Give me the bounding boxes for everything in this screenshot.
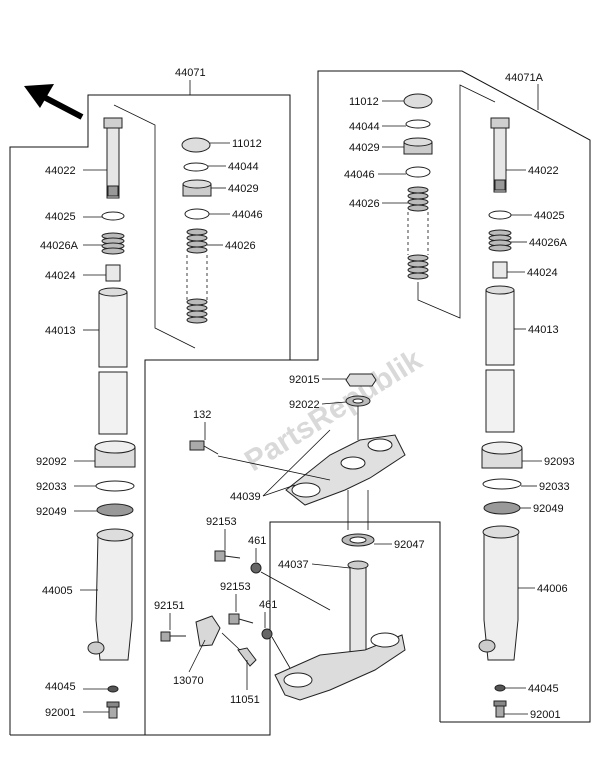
circlip-left: [95, 480, 135, 492]
label-92015: 92015: [289, 374, 320, 386]
lower-clamp-frame: [145, 710, 271, 736]
piston-ring-right: [488, 210, 512, 220]
bolt-92151: [160, 631, 186, 642]
label-44026A: 44026A: [40, 240, 79, 252]
left-fork-parts: [87, 104, 212, 719]
label-44024: 44024: [45, 270, 76, 282]
washer-461-a: [250, 562, 262, 574]
label-44025: 44025: [45, 211, 76, 223]
label-r-44024: 44024: [527, 267, 558, 279]
label-r-92093: 92093: [544, 456, 575, 468]
piston-ring-left: [101, 211, 125, 221]
label-461a: 461: [248, 535, 266, 547]
label-92153a: 92153: [206, 516, 237, 528]
label-r-44045: 44045: [528, 683, 559, 695]
label-44045: 44045: [45, 681, 76, 693]
label-44005: 44005: [42, 585, 73, 597]
label-44039: 44039: [230, 491, 261, 503]
label-r-11012: 11012: [349, 96, 379, 108]
washer-right: [494, 684, 506, 692]
label-92049: 92049: [36, 506, 67, 518]
label-44044: 44044: [228, 161, 259, 173]
collar-left: [105, 264, 121, 282]
bolt-left: [108, 705, 118, 719]
center-labels: 92015 92022 132 44039 92153 461 44037 92…: [154, 374, 425, 706]
label-44013: 44013: [45, 325, 76, 337]
assembly-label-left: 44071: [175, 67, 206, 79]
clamp-bolt: [189, 440, 219, 455]
oil-seal-right: [483, 501, 521, 515]
label-92151: 92151: [154, 600, 185, 612]
label-92001: 92001: [45, 707, 76, 719]
collar-right: [492, 261, 508, 279]
inner-tube-right-upper: [485, 289, 515, 366]
bolt-92153-a: [214, 550, 241, 562]
o-ring-left: [183, 162, 209, 172]
label-r-92001: 92001: [530, 709, 561, 721]
label-r-44026A: 44026A: [529, 237, 568, 249]
label-r-44044: 44044: [349, 121, 380, 133]
label-132: 132: [193, 409, 211, 421]
label-r-44013: 44013: [528, 324, 559, 336]
label-13070: 13070: [173, 675, 204, 687]
right-assembly-frame: [317, 70, 591, 723]
oil-seal-left: [96, 503, 134, 517]
label-461b: 461: [259, 599, 277, 611]
stem-nut: [345, 373, 377, 387]
stem-frame: [269, 521, 441, 722]
fork-spring-right: [407, 186, 429, 280]
assembly-label-right: 44071A: [505, 72, 544, 84]
steering-stem: [349, 564, 367, 661]
steering-parts: [160, 373, 406, 701]
label-44046: 44046: [232, 209, 263, 221]
label-r-44029: 44029: [349, 142, 380, 154]
cap-right: [403, 93, 433, 109]
label-44037: 44037: [278, 559, 309, 571]
washer-461-b: [261, 628, 273, 640]
label-r-44026: 44026: [349, 198, 380, 210]
label-r-92033: 92033: [539, 481, 570, 493]
o-ring-2-left: [184, 208, 210, 220]
label-r-44006: 44006: [537, 583, 568, 595]
label-92033: 92033: [36, 481, 67, 493]
label-92022: 92022: [289, 399, 320, 411]
label-44022: 44022: [45, 165, 76, 177]
label-r-92049: 92049: [533, 503, 564, 515]
outer-tube-left: [95, 534, 133, 661]
cap-left: [181, 137, 211, 153]
label-11051: 11051: [230, 694, 260, 706]
washer-left: [107, 685, 119, 693]
rebound-spring-right: [488, 229, 512, 252]
bolt-92153-b: [228, 613, 254, 625]
inner-tube-left-lower: [98, 371, 128, 435]
inner-tube-left-upper: [98, 291, 128, 368]
left-labels: 44022 44025 44026A 44024 44013 92092 920…: [36, 138, 263, 719]
label-92092: 92092: [36, 456, 67, 468]
circlip-right: [482, 478, 522, 490]
fork-spring-left: [186, 228, 208, 324]
direction-arrow-icon: [24, 84, 84, 120]
label-r-44022: 44022: [528, 165, 559, 177]
label-92153b: 92153: [220, 581, 251, 593]
label-r-44025: 44025: [534, 210, 565, 222]
label-44026: 44026: [225, 240, 256, 252]
clamp-13070: [195, 615, 221, 647]
right-labels: 11012 44044 44029 44046 44026 44022 4402…: [344, 96, 575, 721]
label-44029: 44029: [228, 183, 259, 195]
rebound-spring-left: [101, 232, 125, 255]
inner-tube-right-lower: [485, 369, 515, 433]
inner-center-frame: [145, 350, 319, 361]
label-11012: 11012: [232, 138, 262, 150]
label-92047: 92047: [394, 539, 425, 551]
o-ring-2-right: [405, 166, 431, 178]
o-ring-right: [405, 119, 431, 129]
bracket-11051: [237, 647, 257, 667]
right-fork-parts: [403, 84, 523, 718]
bolt-right: [495, 704, 505, 718]
label-r-44046: 44046: [344, 169, 375, 181]
